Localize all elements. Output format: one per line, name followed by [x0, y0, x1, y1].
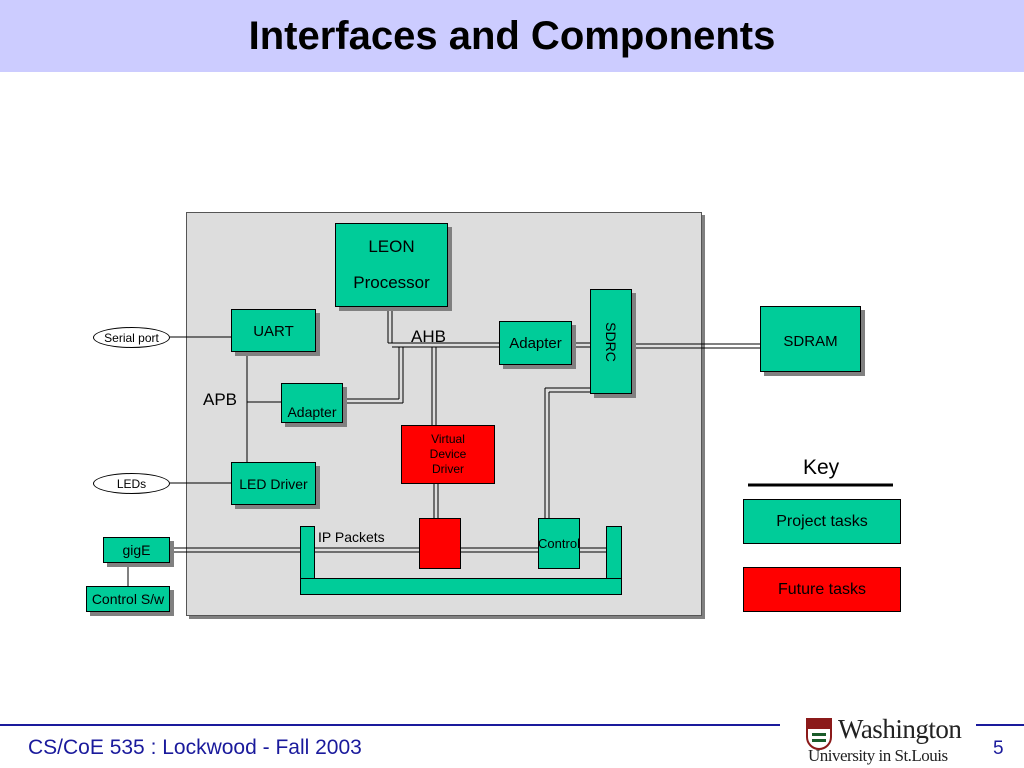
- key-project-label: Project tasks: [776, 512, 868, 530]
- led-driver-block: LED Driver: [231, 462, 316, 505]
- ip-packets-label: IP Packets: [318, 529, 385, 545]
- control-block: Control: [538, 518, 580, 569]
- control-label: Control: [538, 536, 580, 551]
- leon-label: LEON: [368, 237, 415, 256]
- vdd-line1: Virtual: [431, 432, 465, 446]
- serial-port-ellipse: Serial port: [93, 327, 170, 348]
- shield-icon: [806, 718, 832, 750]
- footer-rule-left: [0, 724, 780, 726]
- university-logo: Washington University in St.Louis: [806, 714, 971, 768]
- leds-label: LEDs: [116, 476, 147, 491]
- logo-line1: Washington: [838, 714, 962, 744]
- uart-label: UART: [253, 323, 294, 340]
- footer-course-text: CS/CoE 535 : Lockwood - Fall 2003: [28, 736, 362, 759]
- gige-label: gigE: [122, 542, 151, 558]
- vdd-line2: Device: [429, 447, 467, 461]
- slide-title: Interfaces and Components: [248, 14, 776, 58]
- led-driver-label: LED Driver: [239, 475, 308, 492]
- leds-ellipse: LEDs: [93, 473, 170, 494]
- processor-label: Processor: [353, 273, 430, 292]
- sdrc-label: SDRC: [602, 321, 619, 362]
- key-future-label: Future tasks: [777, 580, 867, 598]
- ahb-adapter-block: Adapter: [499, 321, 572, 365]
- key-project-tasks: Project tasks: [743, 499, 901, 544]
- uart-block: UART: [231, 309, 316, 352]
- vdd-line3: Driver: [432, 462, 464, 476]
- control-sw-label: Control S/w: [91, 591, 165, 607]
- ahb-adapter-label: Adapter: [509, 334, 562, 352]
- pipeline-base: [300, 578, 622, 595]
- sdram-label: SDRAM: [783, 333, 838, 350]
- pipeline-left-post: [300, 526, 315, 580]
- serial-port-label: Serial port: [104, 330, 159, 345]
- pipeline-right-post: [606, 526, 622, 580]
- sdrc-block: SDRC: [590, 289, 632, 394]
- leon-processor-block: LEON Processor: [335, 223, 448, 307]
- footer-rule-right: [976, 724, 1024, 726]
- packet-processor-block: [419, 518, 461, 569]
- apb-adapter-block: Adapter: [281, 383, 343, 423]
- control-sw-block: Control S/w: [86, 586, 170, 612]
- key-title: Key: [803, 456, 840, 479]
- sdram-block: SDRAM: [760, 306, 861, 372]
- page-number: 5: [993, 738, 1004, 759]
- title-banner: [0, 0, 1024, 72]
- ahb-label: AHB: [411, 327, 446, 346]
- key-future-tasks: Future tasks: [743, 567, 901, 612]
- apb-adapter-label: Adapter: [287, 404, 337, 420]
- gige-block: gigE: [103, 537, 170, 563]
- virtual-device-driver-block: Virtual Device Driver: [401, 425, 495, 484]
- apb-label: APB: [203, 390, 238, 409]
- logo-line2: University in St.Louis: [808, 746, 948, 765]
